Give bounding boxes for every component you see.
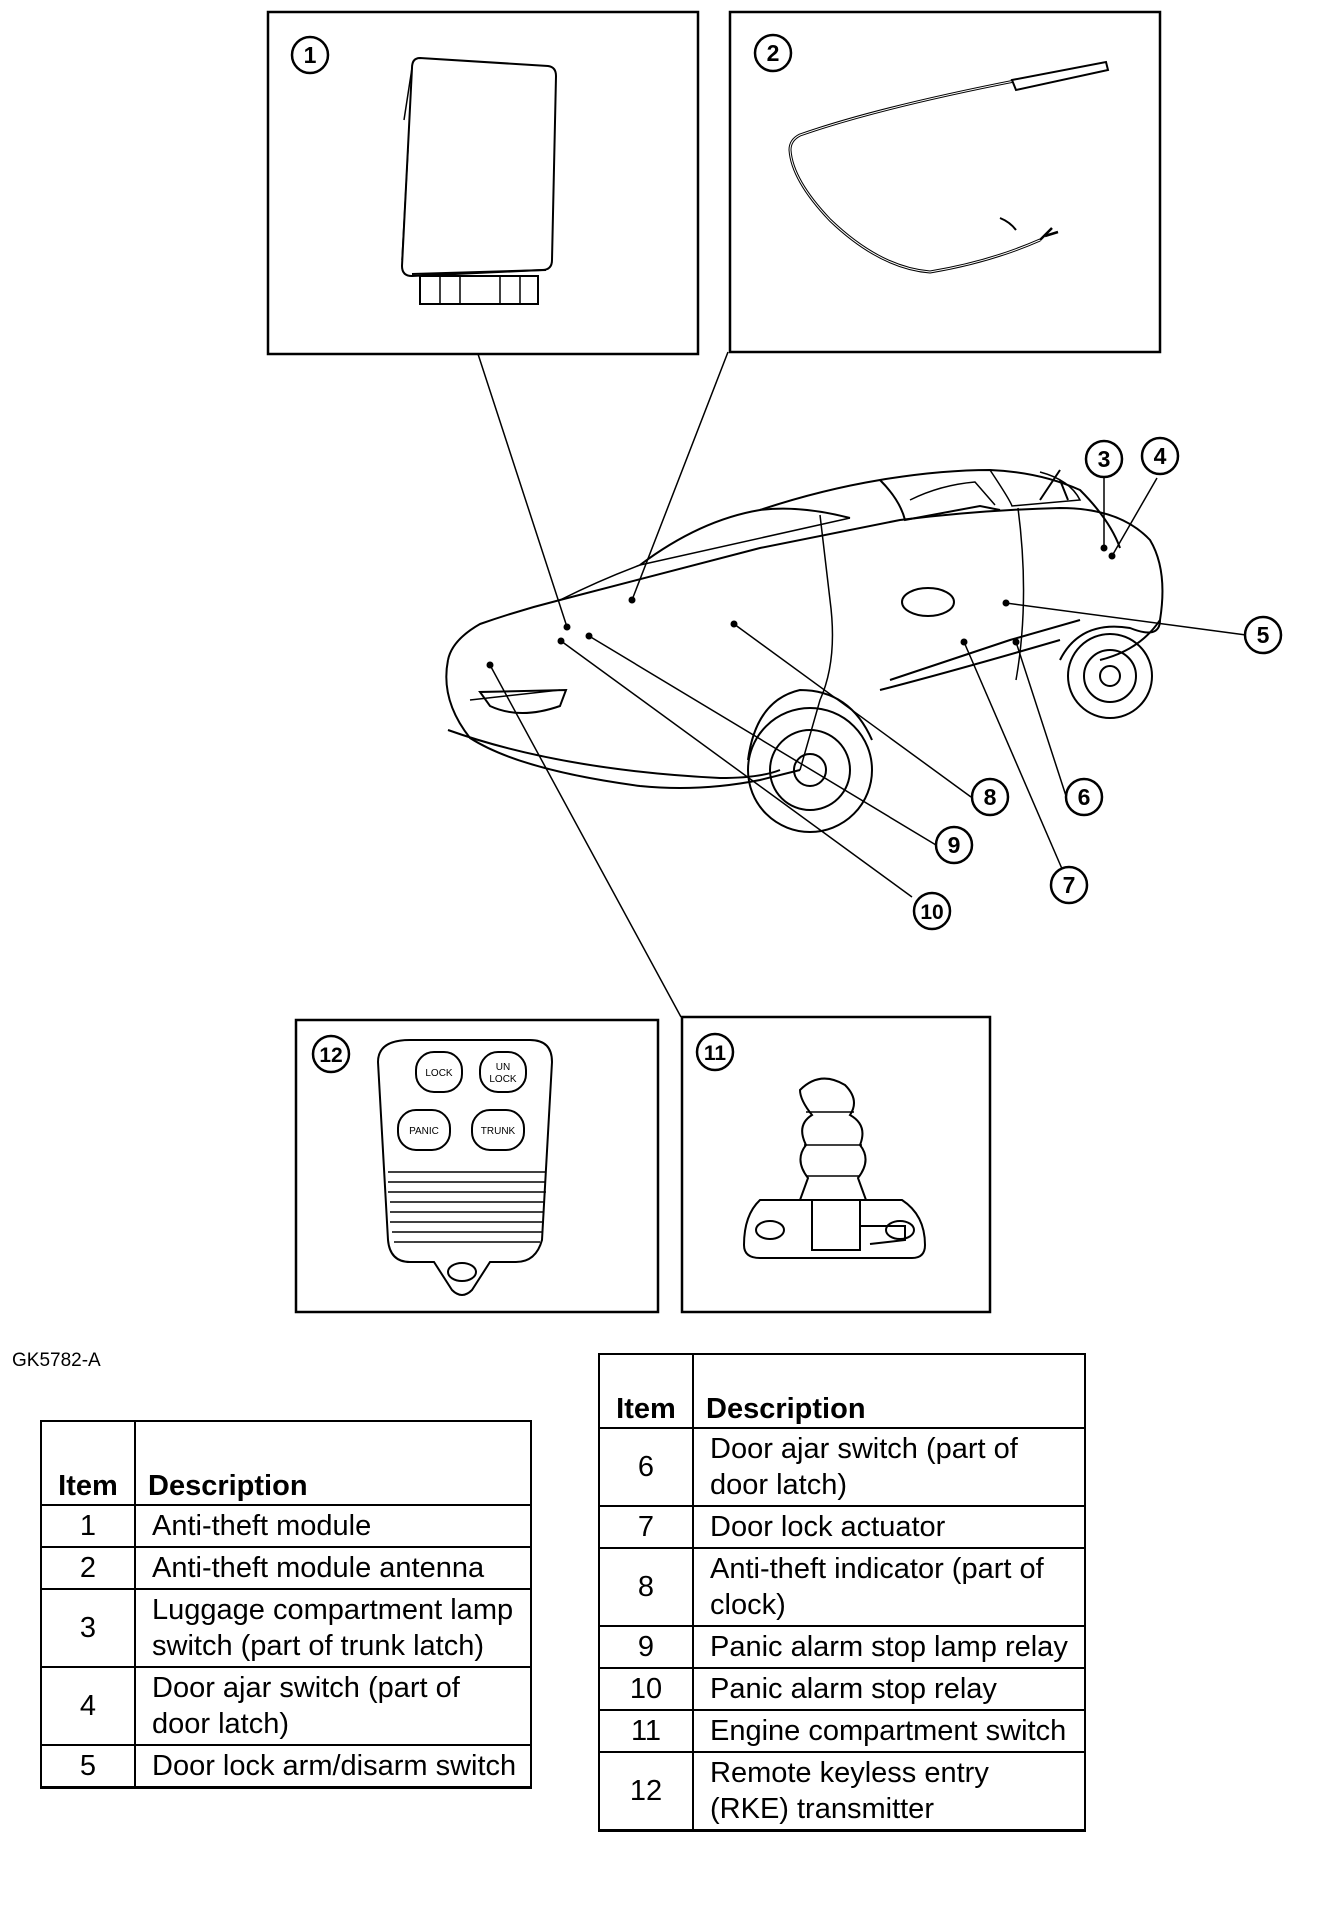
- callout-number: 8: [984, 784, 997, 810]
- rke-transmitter-illustration: [376, 1039, 554, 1296]
- panel-2-frame: [728, 10, 1162, 354]
- item-number: 1: [40, 1504, 136, 1548]
- callout-number: 4: [1154, 443, 1167, 469]
- item-number: 6: [598, 1427, 694, 1507]
- item-description: Engine compartment switch: [692, 1709, 1086, 1753]
- callout-circle: [912, 891, 952, 931]
- callout-number: 1: [304, 42, 317, 68]
- unlock-button-label-1: UN: [496, 1062, 510, 1073]
- callout-number: 10: [920, 901, 943, 924]
- panic-button-label: PANIC: [409, 1126, 439, 1137]
- item-description: Door ajar switch (part of door latch): [134, 1666, 532, 1746]
- item-number: 12: [598, 1751, 694, 1832]
- anti-theft-module-illustration: [400, 56, 558, 305]
- item-number: 8: [598, 1547, 694, 1627]
- item-description: Panic alarm stop relay: [692, 1667, 1086, 1711]
- antenna-illustration: [788, 60, 1110, 274]
- item-number: 3: [40, 1588, 136, 1668]
- callout-circle: [311, 1034, 351, 1074]
- column-header-item: Item: [598, 1353, 694, 1429]
- item-description: Luggage compartment lamp switch (part of…: [134, 1588, 532, 1668]
- item-number: 7: [598, 1505, 694, 1549]
- callout-circle: [1064, 777, 1104, 817]
- callout-number: 5: [1257, 622, 1270, 648]
- item-number: 5: [40, 1744, 136, 1789]
- item-number: 11: [598, 1709, 694, 1753]
- callout-number: 12: [319, 1044, 342, 1067]
- callout-circle: [290, 35, 330, 75]
- item-number: 2: [40, 1546, 136, 1590]
- item-description: Anti-theft module antenna: [134, 1546, 532, 1590]
- item-description: Door lock actuator: [692, 1505, 1086, 1549]
- item-number: 10: [598, 1667, 694, 1711]
- item-description: Anti-theft module: [134, 1504, 532, 1548]
- connection-points: [486, 544, 1116, 669]
- column-header-description: Description: [692, 1353, 1086, 1429]
- callout-number: 2: [767, 40, 780, 66]
- callout-circle: [1140, 436, 1180, 476]
- callout-circle: [970, 777, 1010, 817]
- remote-button-labels: LOCK UN LOCK PANIC TRUNK: [409, 1062, 517, 1137]
- callout-number: 6: [1078, 784, 1091, 810]
- panel-11-frame: [680, 1015, 992, 1314]
- lock-button-label: LOCK: [425, 1068, 453, 1079]
- callout-number: 11: [704, 1042, 727, 1065]
- item-description: Remote keyless entry (RKE) transmitter: [692, 1751, 1086, 1832]
- callout-number: 3: [1098, 446, 1111, 472]
- callout-circle: [753, 33, 793, 73]
- callout-circle: [1084, 439, 1124, 479]
- item-number: 9: [598, 1625, 694, 1669]
- item-description: Door lock arm/disarm switch: [134, 1744, 532, 1789]
- item-description: Door ajar switch (part of door latch): [692, 1427, 1086, 1507]
- callout-circle: [934, 825, 974, 865]
- callout-circle: [695, 1032, 735, 1072]
- engine-compartment-switch-illustration: [742, 1077, 927, 1259]
- panel-1-frame: [266, 10, 700, 356]
- callout-number: 9: [948, 832, 961, 858]
- item-description: Panic alarm stop lamp relay: [692, 1625, 1086, 1669]
- car-illustration: [445, 468, 1164, 833]
- trunk-button-label: TRUNK: [481, 1126, 516, 1137]
- item-description: Anti-theft indicator (part of clock): [692, 1547, 1086, 1627]
- item-number: 4: [40, 1666, 136, 1746]
- callout-circle: [1243, 615, 1283, 655]
- column-header-item: Item: [40, 1420, 136, 1506]
- panel-12-frame: [294, 1018, 660, 1314]
- column-header-description: Description: [134, 1420, 532, 1506]
- figure-id: GK5782-A: [12, 1350, 101, 1371]
- callout-circle: [1049, 865, 1089, 905]
- unlock-button-label-2: LOCK: [489, 1074, 517, 1085]
- leader-lines: [477, 351, 1247, 1018]
- callout-number: 7: [1063, 872, 1076, 898]
